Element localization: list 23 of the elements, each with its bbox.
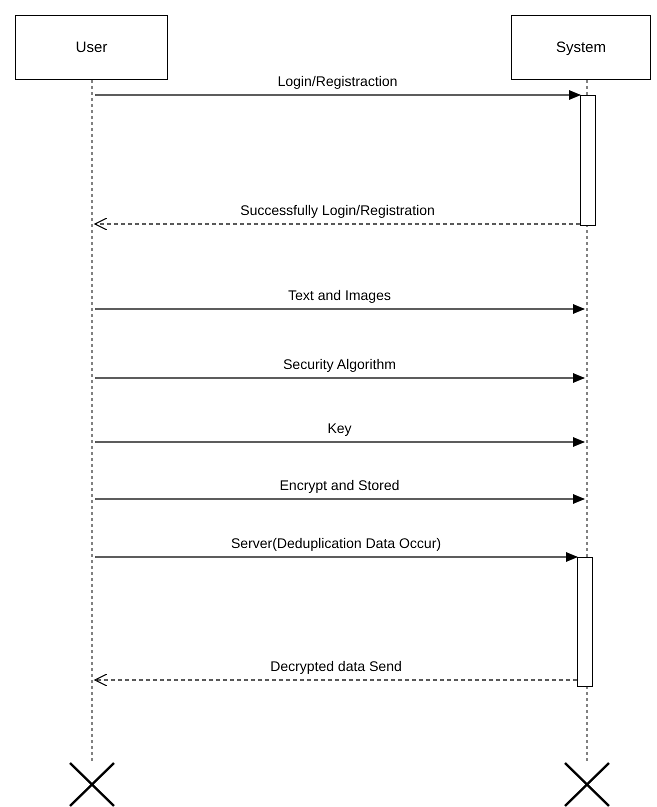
message-label: Decrypted data Send (270, 658, 402, 674)
message-arrow (95, 304, 585, 314)
message-label: Successfully Login/Registration (240, 202, 435, 218)
message-label: Key (327, 420, 352, 436)
return-arrow (94, 673, 577, 687)
message-label: Text and Images (288, 287, 391, 303)
return-arrow (94, 217, 580, 231)
message-arrow (95, 90, 581, 100)
message-arrow (95, 373, 585, 383)
participant-box (15, 15, 168, 80)
lifeline (89, 80, 95, 762)
message-label: Server(Deduplication Data Occur) (230, 535, 442, 551)
participant-name: System (556, 39, 606, 56)
activation-bar (577, 557, 593, 687)
message-arrow (95, 437, 585, 447)
message-label: Encrypt and Stored (280, 477, 400, 493)
participant-box (511, 15, 651, 80)
activation-bar (580, 95, 596, 226)
message-label: Security Algorithm (283, 356, 396, 372)
message-arrow (95, 494, 585, 504)
message-arrow (95, 552, 578, 562)
participant-name: User (76, 39, 108, 56)
message-label: Login/Registraction (278, 73, 398, 89)
